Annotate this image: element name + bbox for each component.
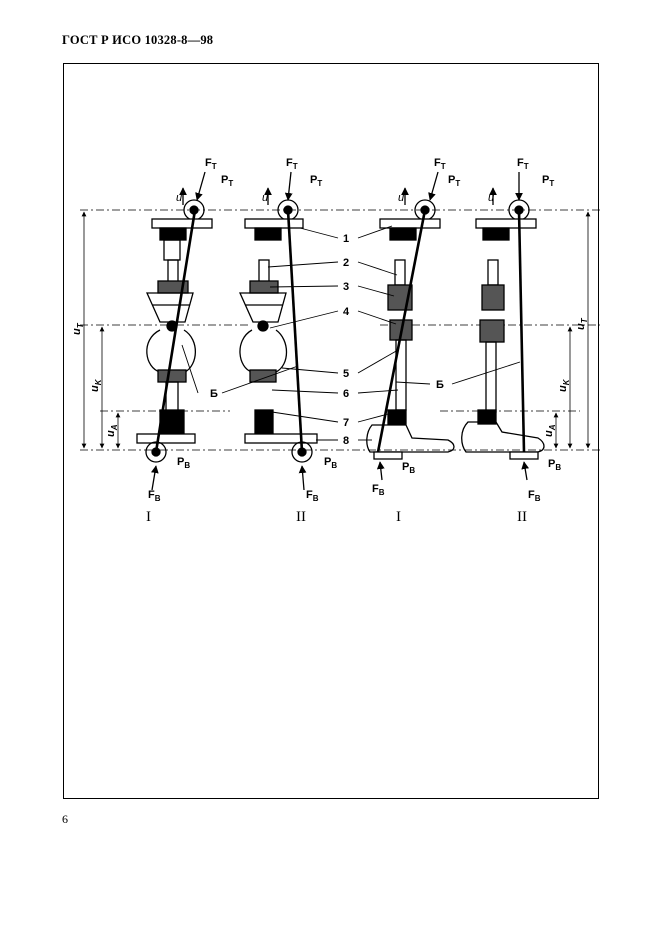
p3-point-top: PT <box>448 174 460 188</box>
callout-8: 8 <box>343 435 349 447</box>
p1-u-axis: u <box>176 192 182 204</box>
callout-7: 7 <box>343 417 349 429</box>
p3-point-bottom: PB <box>402 461 415 475</box>
dim-uA-right: uA <box>543 424 557 437</box>
figure-frame <box>63 63 599 799</box>
callout-b-left: Б <box>210 388 218 400</box>
panel-4-drawing <box>461 172 591 481</box>
dim-uK-left: uK <box>89 378 103 392</box>
callout-6: 6 <box>343 388 349 400</box>
document-header: ГОСТ Р ИСО 10328-8—98 <box>62 33 214 47</box>
panel-1-label: I <box>146 509 151 525</box>
dim-uA-left: uA <box>105 424 119 437</box>
callout-3: 3 <box>343 281 349 293</box>
callout-4: 4 <box>343 306 350 318</box>
p3-force-bottom: FB <box>372 483 385 497</box>
callout-2: 2 <box>343 257 349 269</box>
p4-point-bottom: PB <box>548 458 561 472</box>
dim-uK-right: uK <box>557 378 571 392</box>
panel-2-drawing <box>238 171 318 491</box>
p3-u-axis: u <box>398 192 404 204</box>
p1-point-bottom: PB <box>177 456 190 470</box>
p2-force-top: FT <box>286 157 298 171</box>
panel-2-label: II <box>296 509 306 525</box>
reference-lines <box>80 209 600 451</box>
p1-force-bottom: FB <box>148 489 161 503</box>
panel-4-label: II <box>517 509 527 525</box>
p1-force-top: FT <box>205 157 217 171</box>
panel-3-label: I <box>396 509 401 525</box>
p1-point-top: PT <box>221 174 233 188</box>
panel-1-drawing <box>81 171 213 491</box>
panel-3-drawing <box>366 171 455 481</box>
p2-force-bottom: FB <box>306 489 319 503</box>
page-number: 6 <box>62 812 68 826</box>
dim-uT-left: uT <box>71 322 85 335</box>
p4-point-top: PT <box>542 174 554 188</box>
callout-5: 5 <box>343 368 349 380</box>
p2-point-bottom: PB <box>324 456 337 470</box>
p2-point-top: PT <box>310 174 322 188</box>
p4-force-top: FT <box>517 157 529 171</box>
dim-uT-right: uT <box>575 317 589 330</box>
callout-1: 1 <box>343 233 349 245</box>
callout-leaders <box>181 225 521 441</box>
p4-force-bottom: FB <box>528 489 541 503</box>
p4-u-axis: u <box>488 192 494 204</box>
p3-force-top: FT <box>434 157 446 171</box>
callout-b-right: Б <box>436 379 444 391</box>
p2-u-axis: u <box>262 192 268 204</box>
